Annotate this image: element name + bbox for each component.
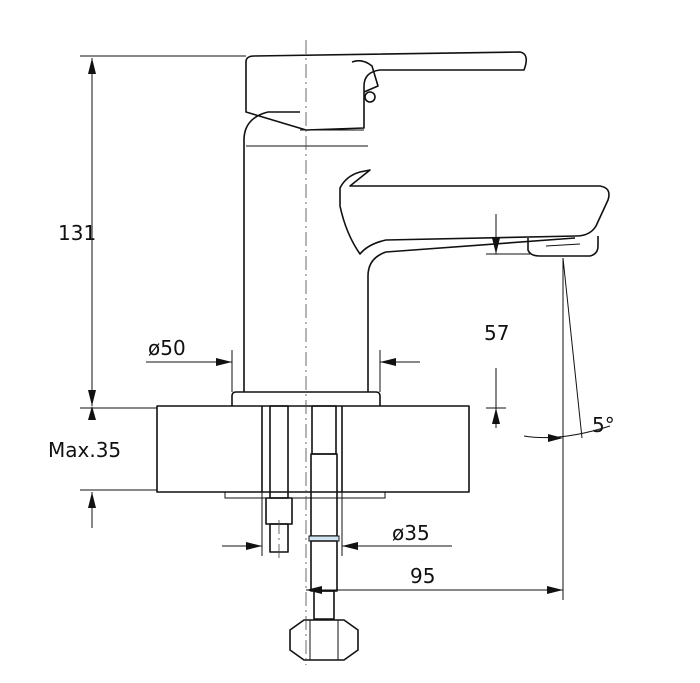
faucet-body	[231, 111, 576, 406]
flexible-hose	[289, 405, 359, 661]
dimension-label-d35: ø35	[392, 521, 430, 545]
dimension-label-d50: ø50	[148, 336, 186, 360]
lever-handle	[245, 51, 528, 131]
dimension-spout-clearance: 57	[484, 214, 530, 428]
dimension-label-57: 57	[484, 321, 509, 345]
dimension-label-5deg: 5°	[592, 413, 615, 437]
dimension-spout-reach: 95	[306, 564, 563, 594]
dimension-label-max35: Max.35	[48, 438, 121, 462]
dimension-spout-angle: 5°	[523, 257, 615, 600]
mounting-stud	[265, 405, 293, 558]
dimension-label-95: 95	[410, 564, 435, 588]
dimension-max-thickness: Max.35	[48, 406, 157, 528]
dimension-hole-diameter: ø35	[222, 492, 452, 556]
spout	[339, 169, 610, 257]
dimension-body-diameter: ø50	[146, 336, 420, 392]
dimension-height-total: 131	[58, 55, 246, 409]
dimension-label-131: 131	[58, 221, 96, 245]
countertop-section	[156, 405, 470, 499]
